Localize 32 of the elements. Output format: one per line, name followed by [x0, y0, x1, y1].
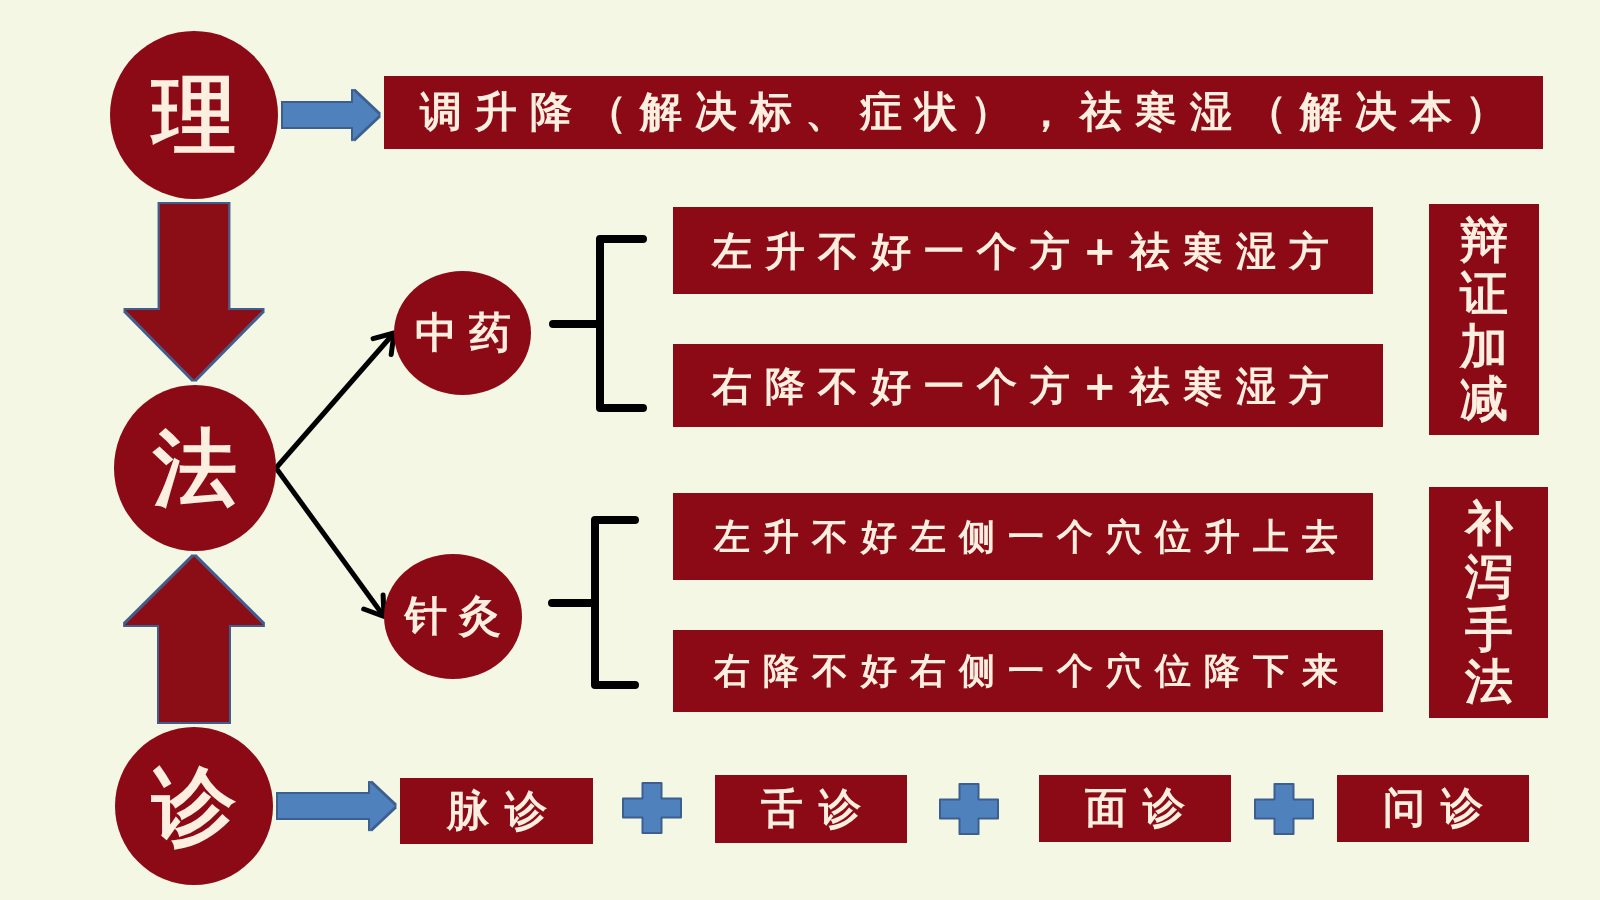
banner [673, 344, 1383, 427]
arrow [274, 330, 397, 470]
banner-text: 右降不好一个方+祛寒湿方 [710, 362, 1342, 409]
banner-text: 脉诊 [445, 786, 563, 836]
block-arrow [125, 204, 263, 380]
banner-text: 调升降（解决标、症状），祛寒湿（解决本） [418, 88, 1520, 137]
circle-label: 理 [152, 66, 236, 164]
vertical-banner [1429, 487, 1548, 718]
banner-text: 问诊 [1382, 784, 1499, 833]
block-arrow [283, 90, 379, 140]
banner-text: 补泻手法 [1464, 496, 1513, 709]
banner-text: 辩证加减 [1460, 213, 1508, 426]
banner-text: 左升不好左侧一个穴位升上去 [712, 515, 1351, 558]
banner [673, 493, 1373, 580]
vertical-banner [1429, 204, 1539, 435]
banner [1039, 775, 1231, 842]
block-arrow [278, 782, 395, 830]
banner [384, 76, 1543, 149]
banner-text: 左升不好一个方+祛寒湿方 [710, 227, 1342, 274]
circle-label: 诊 [152, 757, 236, 855]
banner [673, 630, 1383, 712]
banner [1337, 775, 1529, 842]
circle-label: 法 [153, 419, 237, 517]
circle-label: 针灸 [403, 592, 513, 641]
banner [715, 775, 907, 843]
circle-label: 中药 [413, 308, 523, 358]
banner-text: 舌诊 [760, 784, 877, 834]
banner-text: 面诊 [1084, 784, 1201, 833]
banner-text: 右降不好右侧一个穴位降下来 [713, 650, 1351, 692]
banner [400, 778, 593, 844]
block-arrow [124, 556, 264, 722]
banner [673, 207, 1373, 294]
